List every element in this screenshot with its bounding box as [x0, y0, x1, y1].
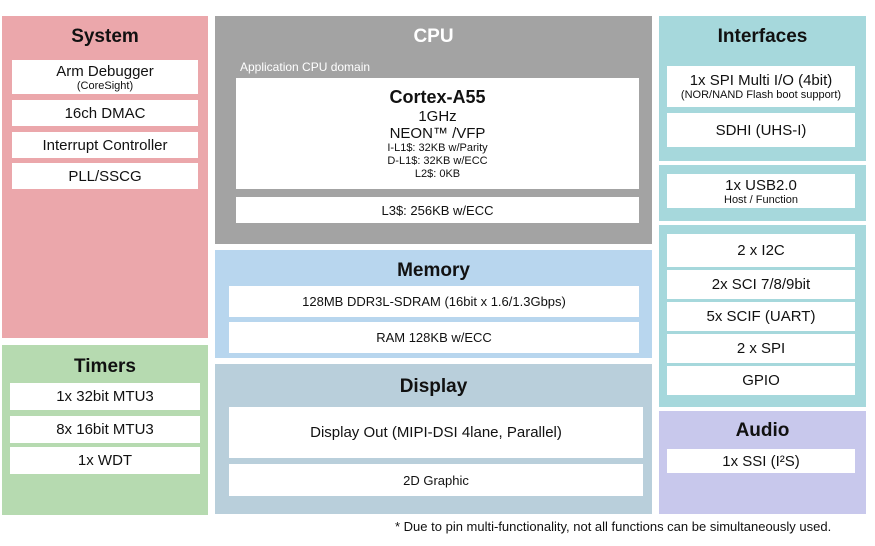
- interrupt-controller-label: Interrupt Controller: [42, 136, 168, 154]
- l3-cache-label: L3$: 256KB w/ECC: [381, 202, 494, 218]
- interfaces-title: Interfaces: [717, 26, 808, 47]
- usb2-box: 1x USB2.0 Host / Function: [667, 174, 855, 208]
- cortex-core-name: Cortex-A55: [389, 86, 486, 107]
- usb2-sub: Host / Function: [724, 193, 798, 206]
- spi-box: 2 x SPI: [667, 334, 855, 363]
- 2d-graphic-label: 2D Graphic: [403, 472, 469, 488]
- sci-box: 2x SCI 7/8/9bit: [667, 270, 855, 299]
- interfaces-divider: [659, 221, 866, 225]
- cortex-extension: NEON™ /VFP: [389, 124, 486, 142]
- display-title: Display: [399, 376, 468, 397]
- ram-ecc-box: RAM 128KB w/ECC: [229, 322, 639, 353]
- sci-label: 2x SCI 7/8/9bit: [711, 276, 811, 293]
- spi-multi-io-sub: (NOR/NAND Flash boot support): [680, 89, 842, 101]
- cpu-block: CPU Application CPU domain Cortex-A55 1G…: [215, 16, 652, 244]
- cpu-domain-label: Application CPU domain: [240, 60, 371, 74]
- i2c-label: 2 x I2C: [737, 242, 785, 259]
- ssi-label: 1x SSI (I²S): [722, 452, 800, 470]
- display-out-box: Display Out (MIPI-DSI 4lane, Parallel): [229, 407, 643, 458]
- system-title: System: [71, 26, 139, 47]
- cortex-il1-cache: I-L1$: 32KB w/Parity: [387, 141, 488, 154]
- scif-box: 5x SCIF (UART): [667, 302, 855, 331]
- pll-sscg-box: PLL/SSCG: [12, 163, 198, 189]
- audio-title: Audio: [735, 420, 790, 441]
- cortex-l2-cache: L2$: 0KB: [414, 167, 461, 180]
- wdt-box: 1x WDT: [10, 447, 200, 474]
- cortex-frequency: 1GHz: [418, 107, 457, 125]
- pll-sscg-label: PLL/SSCG: [68, 167, 142, 185]
- spi-multi-io-box: 1x SPI Multi I/O (4bit) (NOR/NAND Flash …: [667, 66, 855, 107]
- mtu3-32bit-label: 1x 32bit MTU3: [56, 388, 154, 405]
- timers-block: Timers 1x 32bit MTU3 8x 16bit MTU3 1x WD…: [2, 345, 208, 515]
- cortex-dl1-cache: D-L1$: 32KB w/ECC: [387, 154, 488, 167]
- timers-title: Timers: [74, 356, 136, 377]
- spi-multi-io-label: 1x SPI Multi I/O (4bit): [689, 72, 833, 89]
- mtu3-16bit-label: 8x 16bit MTU3: [56, 421, 154, 438]
- arm-debugger-label: Arm Debugger: [56, 62, 154, 80]
- ssi-box: 1x SSI (I²S): [667, 449, 855, 473]
- scif-label: 5x SCIF (UART): [706, 308, 816, 325]
- gpio-label: GPIO: [742, 372, 780, 389]
- usb2-label: 1x USB2.0: [725, 176, 797, 194]
- l3-cache-box: L3$: 256KB w/ECC: [236, 197, 639, 223]
- sdhi-label: SDHI (UHS-I): [715, 121, 807, 139]
- display-out-label: Display Out (MIPI-DSI 4lane, Parallel): [310, 424, 562, 441]
- wdt-label: 1x WDT: [77, 452, 133, 469]
- sdhi-box: SDHI (UHS-I): [667, 113, 855, 147]
- cortex-a55-box: Cortex-A55 1GHz NEON™ /VFP I-L1$: 32KB w…: [236, 78, 639, 189]
- arm-debugger-sub: (CoreSight): [76, 79, 134, 92]
- cpu-title: CPU: [413, 26, 454, 47]
- dmac-box: 16ch DMAC: [12, 100, 198, 126]
- interrupt-controller-box: Interrupt Controller: [12, 132, 198, 158]
- display-block: Display Display Out (MIPI-DSI 4lane, Par…: [215, 364, 652, 514]
- ddr3l-sdram-label: 128MB DDR3L-SDRAM (16bit x 1.6/1.3Gbps): [302, 294, 566, 309]
- interfaces-divider: [659, 161, 866, 165]
- gpio-box: GPIO: [667, 366, 855, 395]
- 2d-graphic-box: 2D Graphic: [229, 464, 643, 496]
- audio-block: Audio 1x SSI (I²S): [659, 411, 866, 514]
- arm-debugger-box: Arm Debugger (CoreSight): [12, 60, 198, 94]
- dmac-label: 16ch DMAC: [64, 104, 146, 122]
- ram-ecc-label: RAM 128KB w/ECC: [376, 330, 492, 345]
- ddr3l-sdram-box: 128MB DDR3L-SDRAM (16bit x 1.6/1.3Gbps): [229, 286, 639, 317]
- memory-block: Memory 128MB DDR3L-SDRAM (16bit x 1.6/1.…: [215, 250, 652, 358]
- footnote: * Due to pin multi-functionality, not al…: [395, 519, 832, 534]
- i2c-box: 2 x I2C: [667, 234, 855, 267]
- mtu3-16bit-box: 8x 16bit MTU3: [10, 416, 200, 443]
- mtu3-32bit-box: 1x 32bit MTU3: [10, 383, 200, 410]
- system-block: System Arm Debugger (CoreSight) 16ch DMA…: [2, 16, 208, 338]
- spi-label: 2 x SPI: [736, 340, 786, 357]
- memory-title: Memory: [397, 260, 470, 281]
- interfaces-block: Interfaces 1x SPI Multi I/O (4bit) (NOR/…: [659, 16, 866, 407]
